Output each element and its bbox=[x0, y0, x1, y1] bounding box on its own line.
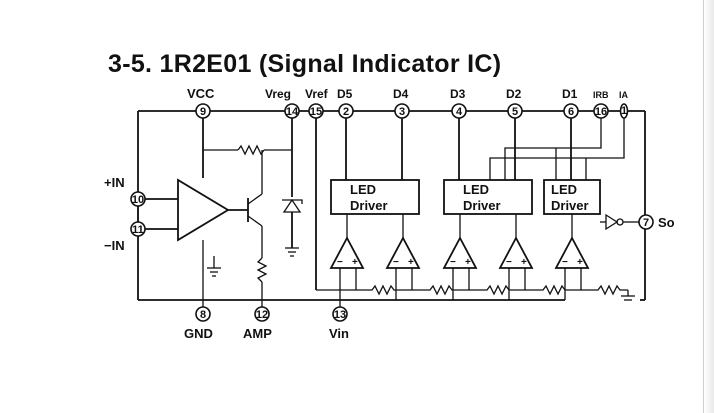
pin-label-vcc: VCC bbox=[187, 86, 215, 101]
pin-label-amp: AMP bbox=[243, 326, 272, 341]
pin-label-vreg: Vreg bbox=[265, 87, 291, 101]
pin-label-d1: D1 bbox=[562, 87, 578, 101]
pin-11-number: 11 bbox=[132, 224, 144, 236]
pin-label-d3: D3 bbox=[450, 87, 466, 101]
pin-16-circle bbox=[593, 103, 609, 119]
pin-10-number: 10 bbox=[132, 194, 144, 206]
pin-label-so: So bbox=[658, 215, 675, 230]
pin-16-number: 16 bbox=[595, 106, 607, 118]
pin-12-number: 12 bbox=[256, 309, 268, 321]
pin-11-circle bbox=[130, 221, 146, 237]
pin-5-number: 5 bbox=[512, 106, 518, 118]
comp-4-minus: − bbox=[506, 257, 512, 268]
led-driver-box-1 bbox=[330, 179, 420, 215]
pin-label-vref: Vref bbox=[305, 87, 329, 101]
reference-resistor-ladder bbox=[356, 284, 628, 296]
comparator-input-wires bbox=[339, 268, 582, 300]
pin-label-vin: Vin bbox=[329, 326, 349, 341]
pin-13-number: 13 bbox=[334, 309, 346, 321]
comparator-1 bbox=[329, 214, 365, 269]
pin-2-number: 2 bbox=[343, 106, 349, 118]
pin-14-circle bbox=[284, 103, 300, 119]
pin-2-circle bbox=[338, 103, 354, 119]
zener-bar bbox=[282, 199, 303, 204]
pin-label-plus-in: +IN bbox=[104, 175, 125, 190]
led-driver-1-line1: LED bbox=[350, 182, 376, 197]
pin-14-number: 14 bbox=[286, 106, 299, 118]
pin-1-number: 1 bbox=[621, 105, 627, 117]
comparator-5 bbox=[554, 214, 590, 269]
emitter-resistor bbox=[256, 257, 268, 283]
pin-4-number: 4 bbox=[456, 106, 463, 118]
pin-1-circle bbox=[619, 103, 629, 119]
input-amplifier bbox=[177, 178, 230, 242]
page-edge-shadow bbox=[703, 0, 714, 413]
output-inverter bbox=[605, 213, 619, 231]
pin-6-number: 6 bbox=[568, 106, 574, 118]
zener-diode bbox=[282, 198, 302, 213]
pin-3-circle bbox=[394, 103, 410, 119]
led-driver-2-line2: Driver bbox=[463, 198, 501, 213]
transistor-collector bbox=[247, 193, 263, 205]
pin-15-circle bbox=[308, 103, 324, 119]
pin-label-d5: D5 bbox=[337, 87, 353, 101]
pin-label-minus-in: −IN bbox=[104, 238, 125, 253]
comp-4-plus: + bbox=[521, 257, 527, 268]
comp-2-minus: − bbox=[393, 257, 399, 268]
led-driver-1-line2: Driver bbox=[350, 198, 388, 213]
comp-3-plus: + bbox=[465, 257, 471, 268]
pin-label-d4: D4 bbox=[393, 87, 409, 101]
feedback-resistor bbox=[237, 144, 265, 156]
pin-7-number: 7 bbox=[643, 217, 649, 229]
comp-1-minus: − bbox=[337, 257, 343, 268]
diagram-title: 3-5. 1R2E01 (Signal Indicator IC) bbox=[108, 50, 502, 78]
comp-5-minus: − bbox=[562, 257, 568, 268]
led-driver-box-2 bbox=[443, 179, 533, 215]
comparator-4 bbox=[498, 214, 534, 269]
pin-9-circle bbox=[195, 103, 211, 119]
pin-15-number: 15 bbox=[310, 106, 322, 118]
comp-5-plus: + bbox=[577, 257, 583, 268]
pin-label-irb: IRB bbox=[593, 90, 609, 100]
pin-10-circle bbox=[130, 191, 146, 207]
led-driver-3-line1: LED bbox=[551, 182, 577, 197]
comparator-2 bbox=[385, 214, 421, 269]
pin-8-number: 8 bbox=[200, 309, 206, 321]
ia-bus-wire bbox=[489, 111, 625, 180]
pin-label-d2: D2 bbox=[506, 87, 522, 101]
pin-4-circle bbox=[451, 103, 467, 119]
comp-3-minus: − bbox=[450, 257, 456, 268]
comp-2-plus: + bbox=[408, 257, 414, 268]
pin-3-number: 3 bbox=[399, 106, 405, 118]
led-driver-2-line1: LED bbox=[463, 182, 489, 197]
comparator-3 bbox=[442, 214, 478, 269]
transistor-emitter bbox=[247, 215, 263, 227]
pin-7-circle bbox=[638, 214, 654, 230]
pin-label-ia: IA bbox=[619, 90, 629, 100]
pin-5-circle bbox=[507, 103, 523, 119]
pin-label-gnd: GND bbox=[184, 326, 213, 341]
pin-9-number: 9 bbox=[200, 106, 206, 118]
irb-bus-wire bbox=[504, 111, 602, 180]
led-driver-3-line2: Driver bbox=[551, 198, 589, 213]
comp-1-plus: + bbox=[352, 257, 358, 268]
pin-6-circle bbox=[563, 103, 579, 119]
